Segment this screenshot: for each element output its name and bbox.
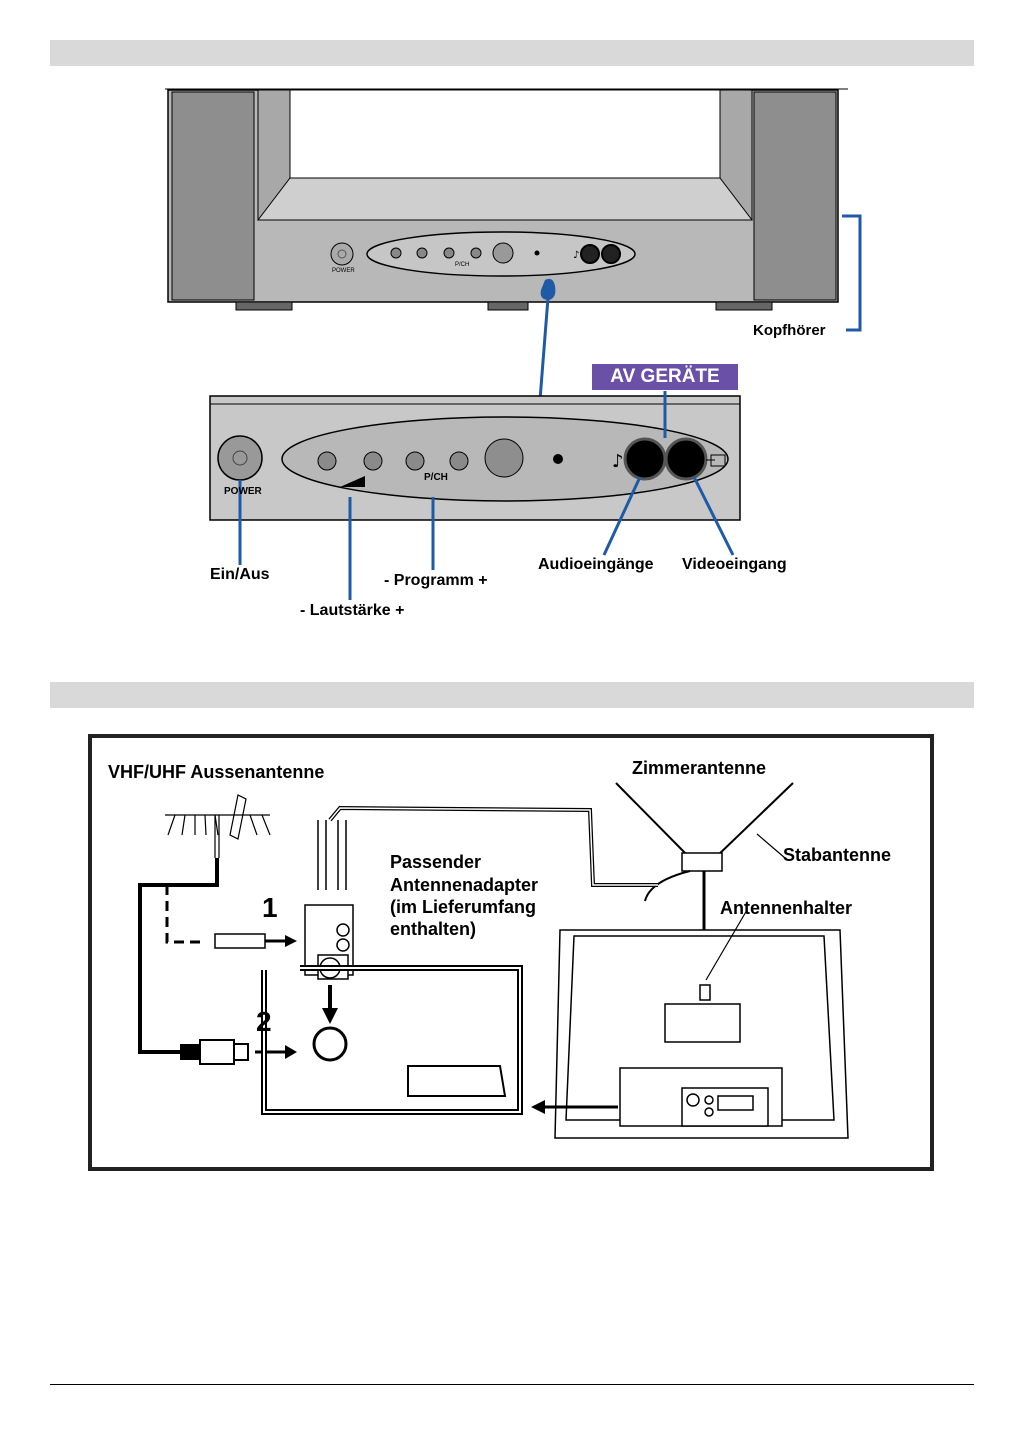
footer-rule xyxy=(50,1384,974,1385)
step-2-number: 2 xyxy=(256,1006,272,1038)
adapter-label-line3: (im Lieferumfang xyxy=(390,897,536,918)
indoor-antenna-label: Zimmerantenne xyxy=(632,758,766,779)
adapter-label-line4: enthalten) xyxy=(390,919,476,940)
adapter-label-line2: Antennenadapter xyxy=(390,875,538,896)
adapter-label-line1: Passender xyxy=(390,852,481,873)
outdoor-antenna-label: VHF/UHF Aussenantenne xyxy=(108,762,324,783)
step-1-number: 1 xyxy=(262,892,278,924)
rod-antenna-label: Stabantenne xyxy=(783,845,891,866)
holder-label: Antennenhalter xyxy=(720,898,852,919)
